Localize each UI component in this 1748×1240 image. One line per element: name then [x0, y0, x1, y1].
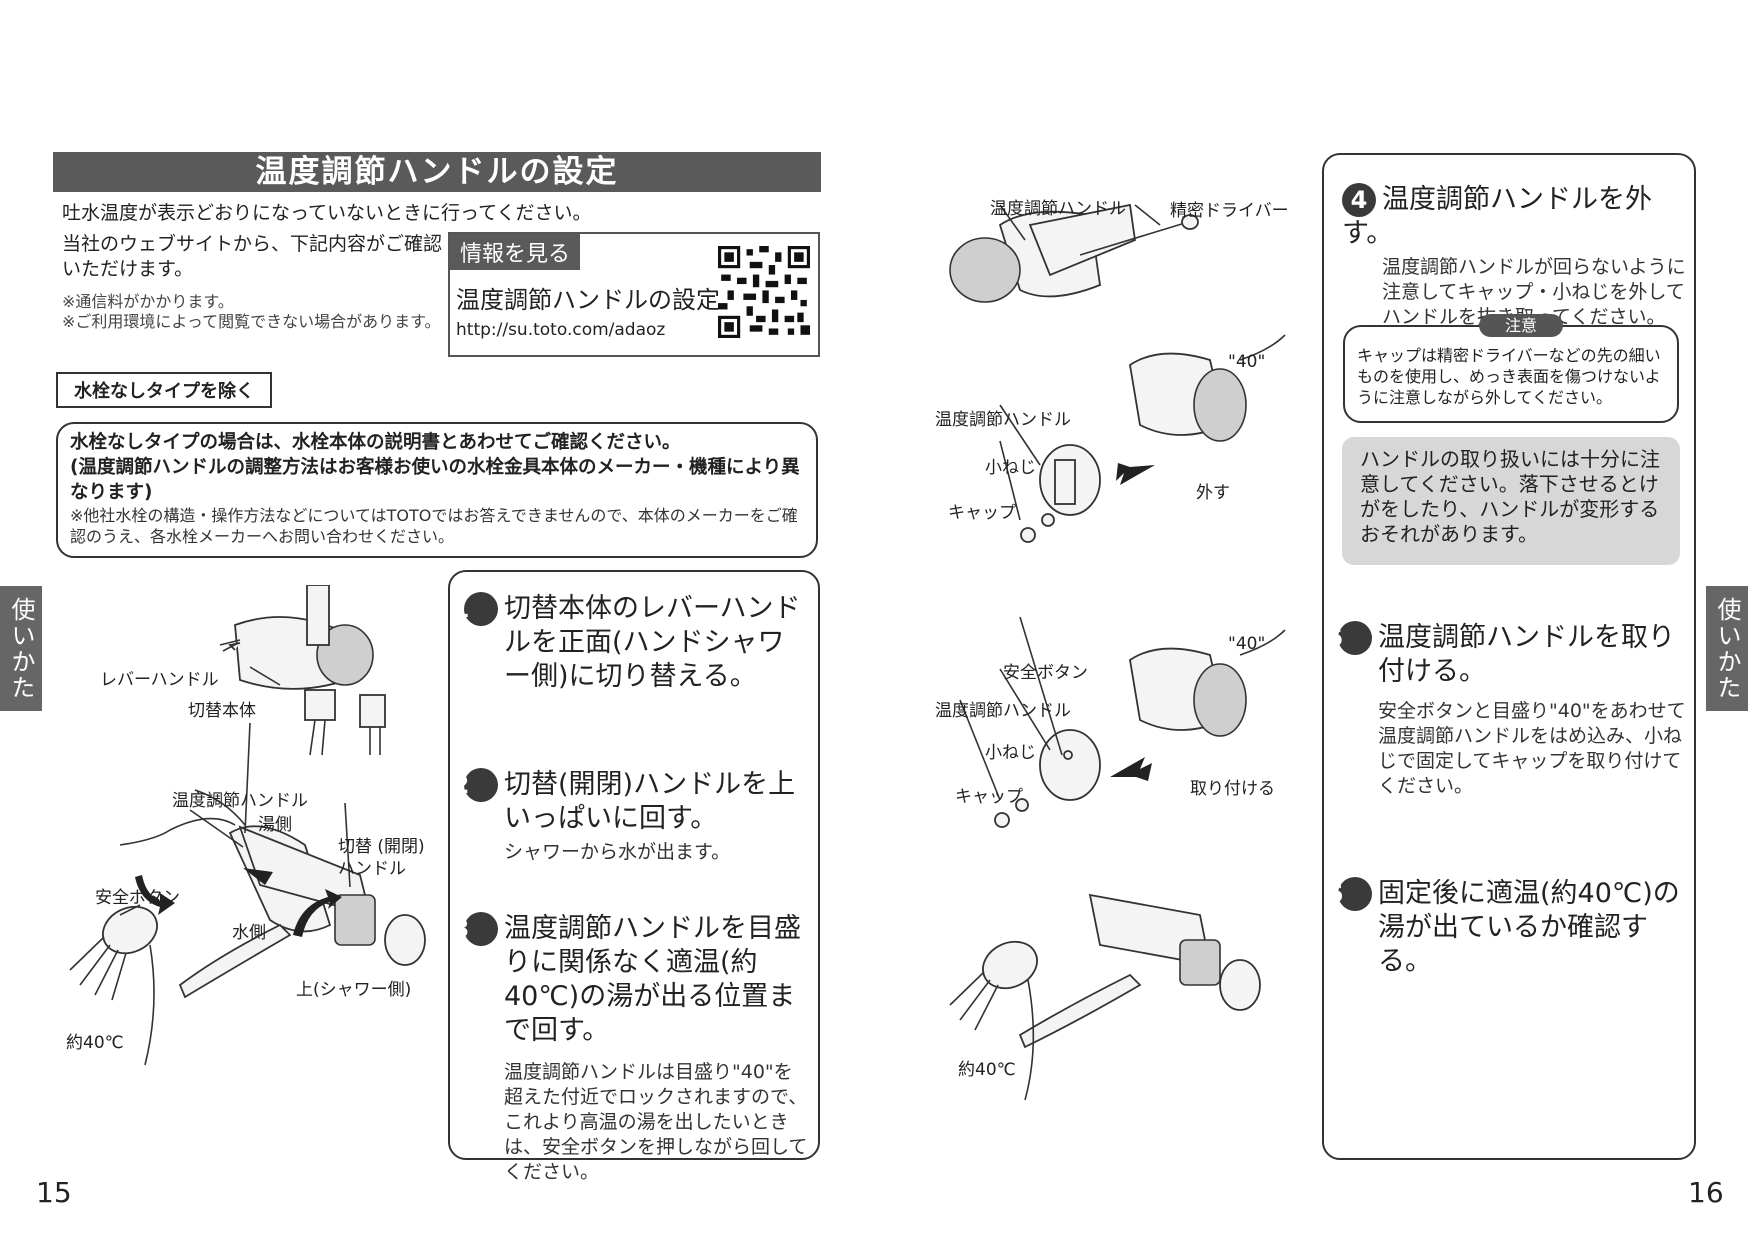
- page-number-right: 16: [1688, 1176, 1724, 1209]
- step-4-text: 温度調節ハンドルが回らないように注意してキャップ・小ねじを外してハンドルを抜き取…: [1382, 256, 1686, 328]
- step-number-icon: 3: [453, 912, 498, 946]
- label-small-screw-b: 小ねじ: [985, 743, 1036, 763]
- step-number-icon: 1: [453, 592, 498, 626]
- caution-text: キャップは精密ドライバーなどの先の細いものを使用し、めっき表面を傷つけないように…: [1357, 346, 1661, 407]
- caution-box: 注意 キャップは精密ドライバーなどの先の細いものを使用し、めっき表面を傷つけない…: [1343, 314, 1679, 423]
- handle-attach-illustration: [994, 629, 1286, 828]
- step-5-text: 安全ボタンと目盛り"40"をあわせて温度調節ハンドルをはめ込み、小ねじで固定して…: [1378, 700, 1686, 797]
- info-title: 温度調節ハンドルの設定: [456, 286, 720, 314]
- warning-box: ハンドルの取り扱いには十分に注意してください。落下させるとけがをしたり、ハンドル…: [1342, 437, 1680, 565]
- switch-body-illustration: [219, 585, 386, 756]
- label-safety-button-r: 安全ボタン: [1003, 663, 1088, 683]
- label-temp-handle: 温度調節ハンドル: [172, 791, 308, 811]
- handle-remove-illustration: [1020, 334, 1286, 543]
- faucet-shower-illustration: [949, 893, 1261, 1101]
- notice-box: 水栓なしタイプの場合は、水栓本体の説明書とあわせてご確認ください。 (温度調節ハ…: [56, 422, 818, 558]
- website-desc: 当社のウェブサイトから、下記内容がご確認いただけます。: [62, 233, 443, 280]
- side-tab-right[interactable]: 使いかた: [1706, 586, 1748, 711]
- faucet-diagram-left: [69, 585, 426, 1066]
- label-precision-driver: 精密ドライバー: [1170, 201, 1289, 221]
- website-text: 当社のウェブサイトから、下記内容がご確認いただけます。 ※通信料がかかります。 …: [62, 232, 447, 332]
- label-small-screw-a: 小ねじ: [985, 458, 1036, 478]
- driver-illustration: [949, 203, 1199, 303]
- label-switch-handle-2: ハンドル: [338, 859, 406, 879]
- info-box[interactable]: 情報を見る 温度調節ハンドルの設定 http://su.toto.com/ada…: [448, 232, 820, 357]
- label-switch-body: 切替本体: [188, 701, 256, 721]
- label-remove: 外す: [1196, 483, 1230, 503]
- step-number-icon: 4: [1342, 183, 1376, 217]
- handle-diagram-right: [949, 203, 1286, 1101]
- label-cap-a: キャップ: [948, 503, 1016, 523]
- step-3-heading: 温度調節ハンドルを目盛りに関係なく適温(約40℃)の湯が出る位置まで回す。: [504, 913, 801, 1046]
- label-temp-handle-r1: 温度調節ハンドル: [990, 199, 1126, 219]
- faucet-illustration: [119, 789, 426, 999]
- shower-head-illustration: [69, 905, 158, 1066]
- caution-tag: 注意: [1479, 314, 1564, 337]
- qr-code-icon: [718, 246, 810, 338]
- exclusion-label: 水栓なしタイプを除く: [56, 372, 272, 408]
- notice-line2: (温度調節ハンドルの調整方法はお客様お使いの水栓金具本体のメーカー・機種により異…: [70, 457, 800, 503]
- step-5-heading: 温度調節ハンドルを取り付ける。: [1378, 622, 1675, 687]
- label-mark40-b: "40": [1228, 634, 1266, 654]
- step-3-text: 温度調節ハンドルは目盛り"40"を超えた付近でロックされますので、これより高温の…: [504, 1061, 808, 1183]
- note-env: ※ご利用環境によって閲覧できない場合があります。: [62, 312, 441, 331]
- label-approx-temp-right: 約40℃: [958, 1060, 1016, 1080]
- step-1-heading: 切替本体のレバーハンドルを正面(ハンドシャワー側)に切り替える。: [504, 593, 801, 692]
- label-cap-b: キャップ: [955, 787, 1023, 807]
- notice-line1: 水栓なしタイプの場合は、水栓本体の説明書とあわせてご確認ください。: [70, 432, 681, 453]
- note-fee: ※通信料がかかります。: [62, 292, 234, 311]
- label-cold-side: 水側: [232, 923, 266, 943]
- label-lever-handle: レバーハンドル: [100, 670, 219, 690]
- label-mark40-a: "40": [1228, 352, 1266, 372]
- label-temp-handle-r2: 温度調節ハンドル: [935, 410, 1071, 430]
- step-number-icon: 6: [1327, 877, 1372, 911]
- label-safety-button: 安全ボタン: [95, 888, 180, 908]
- step-2-text: シャワーから水が出ます。: [504, 841, 731, 863]
- label-switch-handle-1: 切替 (開閉): [338, 837, 425, 857]
- label-attach: 取り付ける: [1190, 779, 1275, 799]
- step-6-heading: 固定後に適温(約40℃)の湯が出ているか確認する。: [1378, 878, 1680, 977]
- label-hot-side: 湯側: [258, 815, 292, 835]
- label-up-shower: 上(シャワー側): [296, 980, 412, 1000]
- info-tag: 情報を見る: [450, 234, 581, 270]
- step-4-heading: 温度調節ハンドルを外す。: [1342, 184, 1652, 249]
- step-2-heading: 切替(開閉)ハンドルを上いっぱいに回す。: [504, 769, 796, 834]
- step-number-icon: 5: [1327, 621, 1372, 655]
- page-title: 温度調節ハンドルの設定: [53, 152, 821, 192]
- info-url[interactable]: http://su.toto.com/adaoz: [456, 320, 666, 340]
- intro-text: 吐水温度が表示どおりになっていないときに行ってください。: [62, 202, 592, 224]
- page-number-left: 15: [36, 1176, 72, 1209]
- step-number-icon: 2: [453, 768, 498, 802]
- label-temp-handle-r3: 温度調節ハンドル: [935, 701, 1071, 721]
- label-approx-temp-left: 約40℃: [66, 1033, 124, 1053]
- notice-line3: ※他社水栓の構造・操作方法などについてはTOTOではお答えできませんので、本体の…: [70, 506, 798, 546]
- side-tab-left[interactable]: 使いかた: [0, 586, 42, 711]
